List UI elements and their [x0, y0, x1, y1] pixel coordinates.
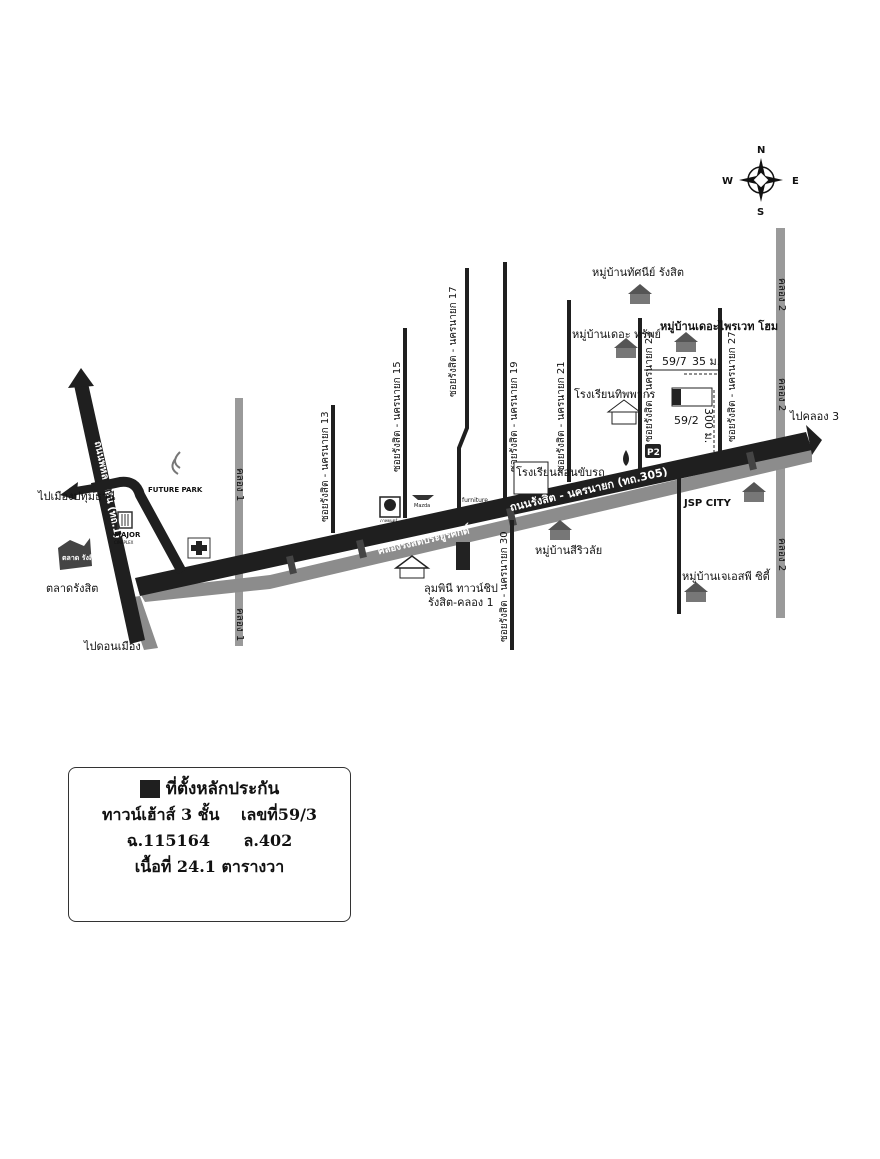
soi23-road: [638, 318, 642, 470]
svg-text:P2: P2: [647, 448, 660, 458]
lumpini-label-1: ลุมพินี ทาวน์ชิป: [424, 582, 498, 595]
soi27-label: ซอยรังสิต - นครนายก 27: [727, 331, 738, 442]
legend-row-3: ฉ.115164 ล.402: [69, 828, 350, 854]
soi19-road: [503, 262, 507, 502]
soi23-label: ซอยรังสิต - นครนายก 23: [644, 331, 655, 442]
soi27-road: [718, 308, 722, 454]
school-chanchai-box: [513, 461, 549, 495]
hospital-icon: [187, 537, 211, 559]
village-srirawalai-icon: [548, 520, 572, 540]
village-right-icon: [742, 482, 766, 502]
legend-property-type: ทาวน์เฮ้าส์ 3 ชั้น: [101, 805, 220, 824]
village-private: หมู่บ้านเดอะไพรเวท โฮม: [660, 319, 778, 334]
lumpini-label-2: รังสิต-คลอง 1: [428, 596, 494, 609]
village-thecrystal-icon: [614, 338, 638, 358]
village-thecrystal: หมู่บ้านเดอะ ทรัพย์: [572, 328, 661, 341]
soi19-label: ซอยรังสิต - นครนายก 19: [509, 361, 520, 472]
soi30-road: [510, 520, 514, 650]
jsp-road: [677, 468, 681, 614]
canal-band: [270, 448, 812, 589]
school-thep-label: โรงเรียนทิพพากร: [574, 387, 655, 401]
klong1-label-b: คลอง 1: [234, 608, 245, 641]
village-srirawalai: หมู่บ้านสีริวลัย: [535, 544, 602, 557]
soi13-road: [331, 405, 335, 533]
future-park-label: FUTURE PARK: [148, 486, 203, 494]
village-private-icon: [674, 332, 698, 352]
klong1-road: [235, 398, 243, 646]
school-thep-icon: [606, 399, 642, 425]
soi15-road: [403, 328, 407, 518]
legend-title: ที่ตั้งหลักประกัน: [165, 779, 280, 799]
legend-land-no: ล.402: [243, 831, 293, 850]
svg-text:Mazda: Mazda: [414, 503, 430, 509]
soi30-label: ซอยรังสิต - นครนายก 30: [499, 531, 510, 642]
compass-s: S: [757, 207, 764, 218]
property-marker: [672, 389, 681, 405]
legend-box: ที่ตั้งหลักประกัน ทาวน์เฮ้าส์ 3 ชั้น เลข…: [68, 767, 351, 922]
phahonyothin-road: [74, 383, 145, 644]
furniture-label: furniture: [462, 497, 488, 504]
major-sub: CINEPLEX: [114, 540, 134, 545]
soi13-label: ซอยรังสิต - นครนายก 13: [320, 411, 331, 522]
klong1-label-a: คลอง 1: [234, 468, 245, 501]
compass-rose: N S E W: [722, 145, 799, 218]
rangsit-market: ตลาดรังสิต: [46, 582, 98, 595]
pathum-branch: [90, 476, 187, 575]
soi21-label: ซอยรังสิต - นครนายก 21: [556, 361, 567, 472]
market-icon: ตลาด รังสิต: [58, 538, 98, 570]
village-tassanee-icon: [628, 284, 652, 304]
canal-west: [138, 575, 270, 602]
soi17-road: [457, 268, 469, 508]
lot-a: 59/7: [662, 355, 687, 368]
village-tassanee: หมู่บ้านทัศนีย์ รังสิต: [592, 266, 684, 279]
klong2-label-b: คลอง 2: [776, 378, 787, 411]
lumpini-building: [456, 542, 470, 570]
village-jsp-icon: [684, 582, 708, 602]
lumpini-icon: [393, 555, 431, 579]
legend-area: เนื้อที่ 24.1 ตารางวา: [134, 857, 285, 876]
fuel-icon: [623, 450, 629, 466]
klong2-label-c: คลอง 2: [776, 538, 787, 571]
svg-text:ภาพยนตร์: ภาพยนตร์: [380, 518, 398, 523]
soi15-label: ซอยรังสิต - นครนายก 15: [392, 361, 403, 472]
klong2-road: [776, 228, 785, 618]
jsp-city: JSP CITY: [683, 498, 732, 509]
soi21-road: [567, 300, 571, 482]
soi17-label: ซอยรังสิต - นครนายก 17: [448, 286, 459, 397]
lot-distance: 300 ม.: [702, 408, 715, 443]
logo-a-icon: [379, 496, 401, 518]
lot-b: 59/2: [674, 414, 699, 427]
to-klong3: ไปคลอง 3: [789, 410, 839, 423]
legend-title-row: ที่ตั้งหลักประกัน: [69, 776, 350, 802]
major-label: MAJOR: [114, 531, 141, 539]
main-road: [135, 432, 812, 596]
to-pathum: ไปเมืองปทุมธานี: [37, 490, 116, 503]
p2-icon: [645, 444, 661, 458]
compass-w: W: [722, 176, 733, 187]
compass-n: N: [757, 145, 765, 156]
logo-b-icon: [412, 495, 434, 500]
klong2-label-a: คลอง 2: [776, 278, 787, 311]
future-park-icon: [171, 451, 181, 475]
lot-width: 35 ม.: [692, 355, 720, 368]
legend-swatch: [139, 780, 160, 798]
to-donmuang: ไปดอนเมือง: [83, 640, 141, 653]
legend-deed: ฉ.115164: [126, 831, 210, 850]
school-chanchai-label: โรงเรียนสอนขับรถ: [516, 465, 605, 479]
svg-text:ตลาด รังสิต: ตลาด รังสิต: [62, 554, 98, 562]
legend-house-no: เลขที่59/3: [241, 805, 318, 824]
village-jsp: หมู่บ้านเจเอสพี ซิตี้: [682, 568, 771, 583]
main-road-arrow: [806, 425, 822, 455]
compass-e: E: [792, 176, 799, 187]
legend-row-2: ทาวน์เฮ้าส์ 3 ชั้น เลขที่59/3: [69, 802, 350, 828]
